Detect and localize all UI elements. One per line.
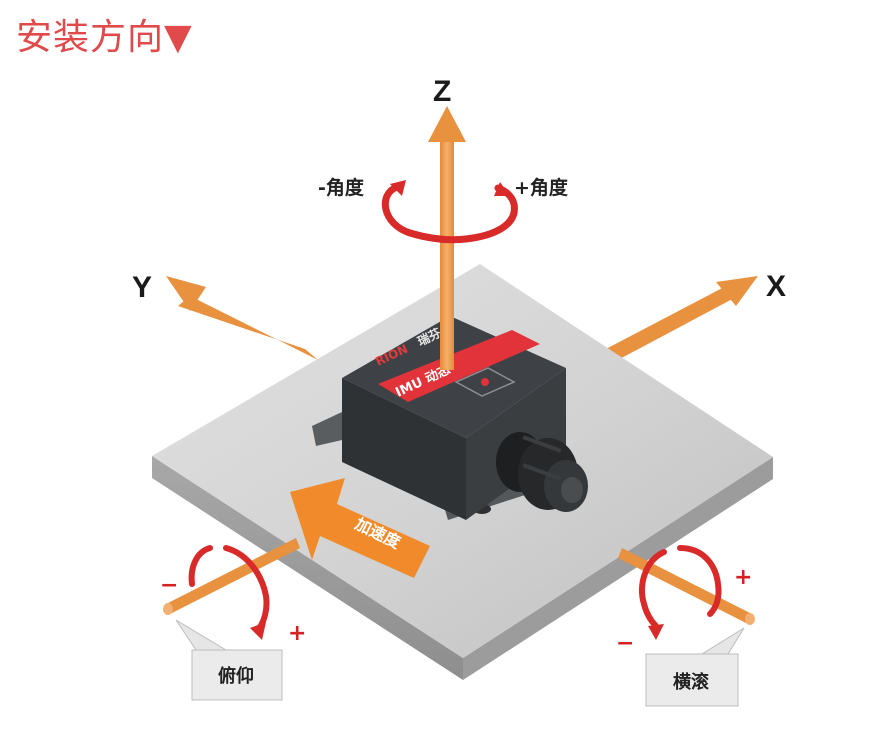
z-axis-label: Z [433,75,451,108]
plus-angle-label: +角度 [514,176,569,199]
pitch-plus-sign: + [288,621,306,646]
pitch-callout: 俯仰 [175,619,283,701]
y-axis-label: Y [132,271,152,304]
roll-callout: 横滚 [645,627,745,707]
x-axis-arrow [604,276,758,362]
x-axis-label: X [766,270,786,303]
minus-angle-label: -角度 [318,176,365,199]
imu-device: RION 瑞芬 IMU 动态 [312,316,588,520]
device-axis-marker [454,367,516,397]
pitch-axis-arrow [163,538,300,615]
roll-rotation-indicator [639,545,722,640]
page-title: 安装方向▼ [16,17,193,58]
pitch-label: 俯仰 [218,665,254,687]
pitch-rotation-indicator [188,545,270,640]
roll-plus-sign: + [734,565,752,590]
pitch-minus-sign: − [160,573,178,598]
z-rotation-indicator [381,180,518,244]
roll-minus-sign: − [616,631,634,656]
y-axis-arrow [166,276,318,360]
z-axis-arrow [428,106,466,370]
roll-label: 横滚 [673,671,710,693]
